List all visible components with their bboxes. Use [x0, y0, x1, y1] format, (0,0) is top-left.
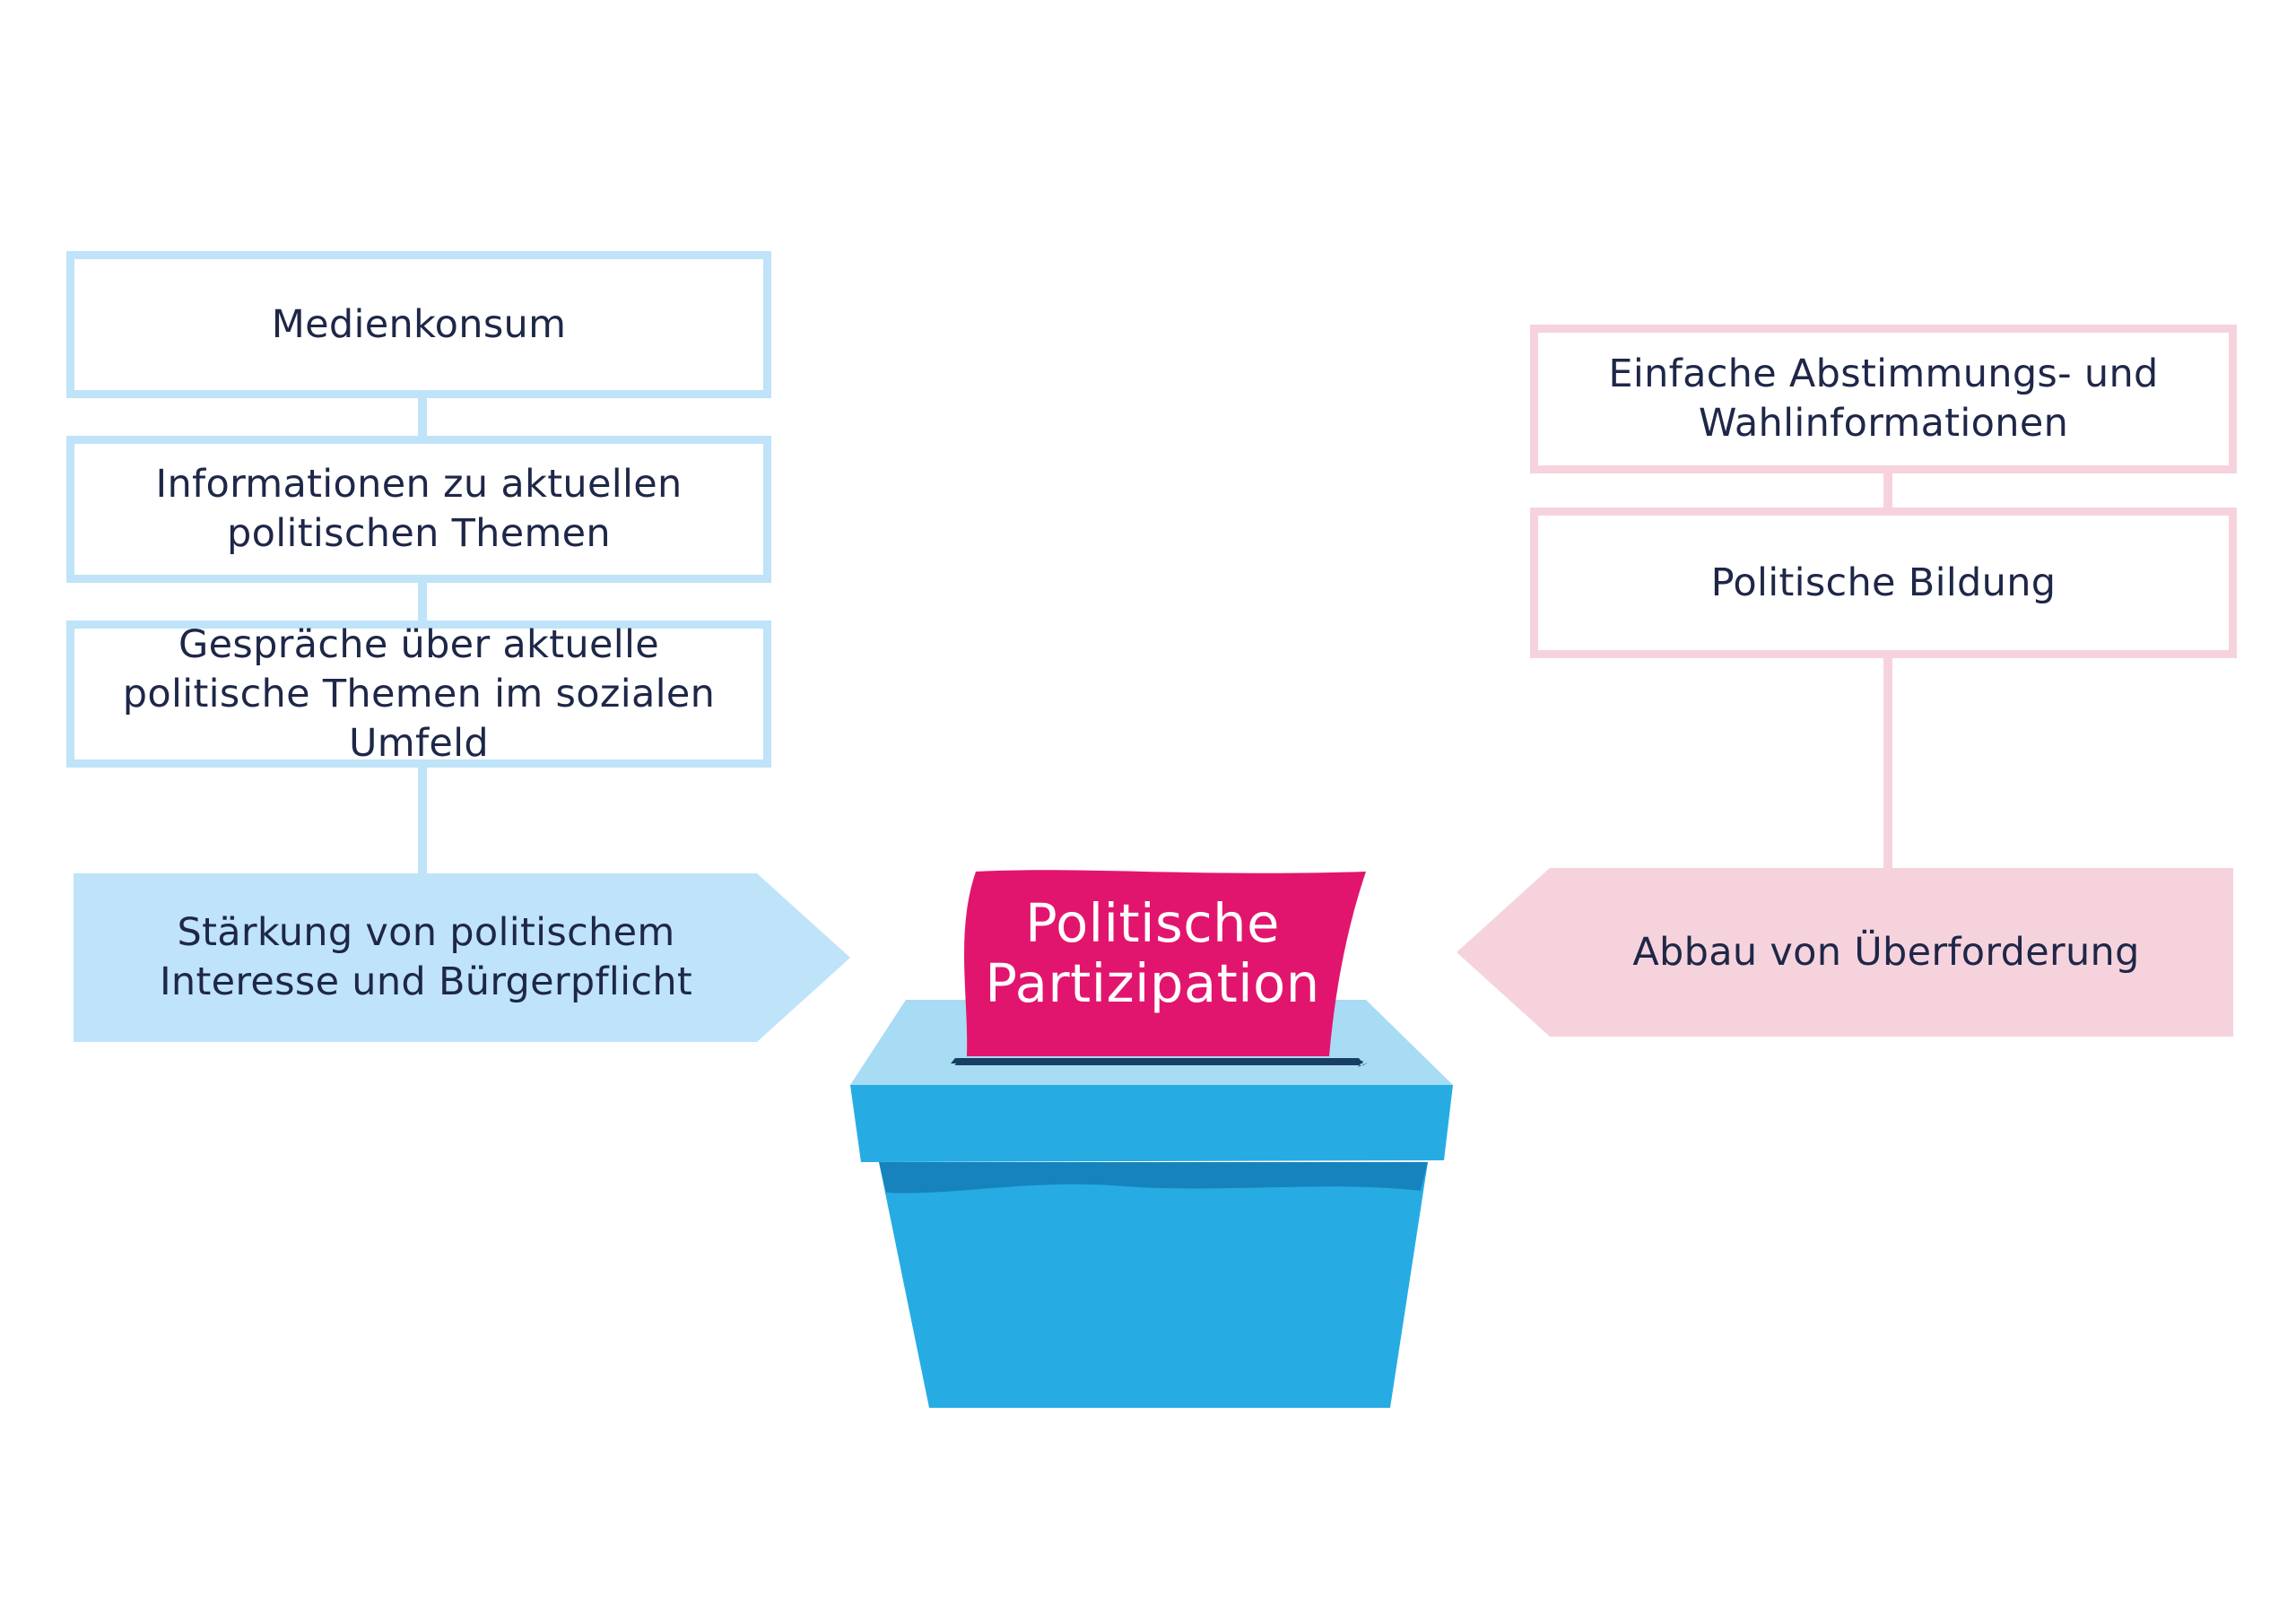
ballot-box-illustration: [850, 870, 1453, 1408]
box-abstimmungsinformationen: Einfache Abstimmungs- und Wahlinformatio…: [1530, 325, 2237, 473]
connector-right-2: [1883, 658, 1892, 870]
box-informationen: Informationen zu aktuellen politischen T…: [66, 436, 771, 583]
box-label: Politische Bildung: [1710, 560, 2057, 605]
connector-left-3: [418, 768, 427, 875]
box-politische-bildung: Politische Bildung: [1530, 508, 2237, 658]
right-outcome-arrow: [1457, 868, 2233, 1037]
box-label: Informationen zu aktuellen politischen T…: [155, 462, 683, 556]
box-label: Gespräche über aktuelle politische Theme…: [122, 621, 716, 766]
connector-left-1: [418, 398, 427, 436]
ballot-label: Politische Partizipation: [985, 892, 1320, 1014]
box-label: Einfache Abstimmungs- und Wahlinformatio…: [1608, 352, 2159, 446]
left-outcome-arrow: [74, 873, 850, 1042]
right-outcome-text: Abbau von Überforderung: [1632, 929, 2140, 975]
box-label: Medienkonsum: [271, 301, 567, 347]
box-gespraeche: Gespräche über aktuelle politische Theme…: [66, 621, 771, 768]
connector-left-2: [418, 583, 427, 621]
box-medienkonsum: Medienkonsum: [66, 251, 771, 398]
left-outcome-text: Stärkung von politischem Interesse und B…: [159, 910, 693, 1004]
connector-right-1: [1883, 473, 1892, 508]
